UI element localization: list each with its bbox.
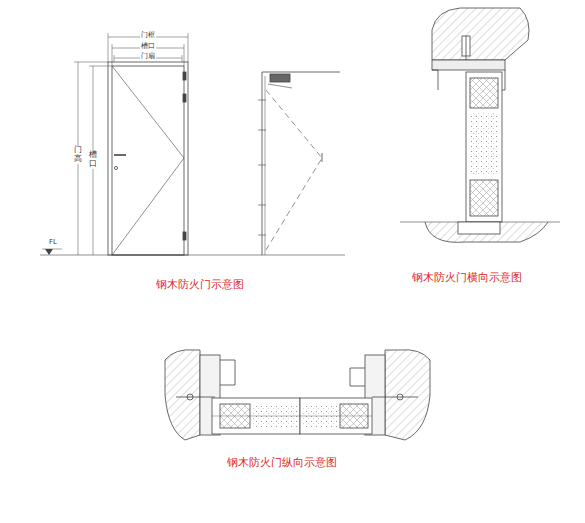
dimension-label: 门框 <box>140 32 156 39</box>
dimension-label: 槽口 <box>89 151 97 169</box>
caption: 钢木防火门纵向示意图 <box>227 457 337 468</box>
level-mark: FL <box>49 239 57 246</box>
caption: 钢木防火门横向示意图 <box>412 272 522 283</box>
dimension-label: 门高 <box>74 146 82 164</box>
dimension-label: 门扇 <box>140 53 156 60</box>
dimension-label: 槽口 <box>140 43 156 50</box>
caption: 钢木防火门示意图 <box>156 279 244 290</box>
